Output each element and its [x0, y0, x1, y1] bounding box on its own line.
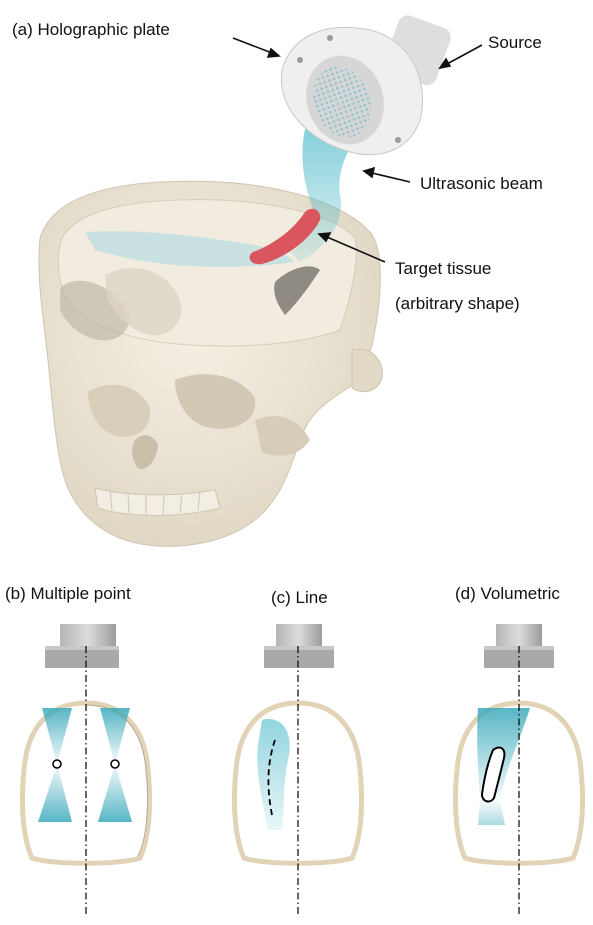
skull-illustration — [39, 181, 382, 546]
label-line: (c) Line — [271, 588, 328, 608]
focal-point-b1 — [53, 760, 61, 768]
label-arbitrary-shape: (arbitrary shape) — [395, 294, 520, 314]
transducer-b — [60, 624, 116, 646]
panel-b-diagram — [22, 624, 149, 915]
label-ultrasonic-beam: Ultrasonic beam — [420, 174, 543, 194]
focal-point-b2 — [111, 760, 119, 768]
panel-c-diagram — [234, 624, 361, 915]
label-target-tissue: Target tissue — [395, 259, 491, 279]
arrow-holographic — [233, 38, 272, 53]
label-holographic-plate: (a) Holographic plate — [12, 20, 170, 40]
label-source: Source — [488, 33, 542, 53]
label-volumetric: (d) Volumetric — [455, 584, 560, 604]
arrow-beam — [372, 173, 410, 182]
label-multiple-point: (b) Multiple point — [5, 584, 131, 604]
transducer-c — [276, 624, 322, 646]
arrow-source — [447, 45, 482, 64]
panel-d-diagram — [455, 624, 582, 915]
transducer-d — [496, 624, 542, 646]
